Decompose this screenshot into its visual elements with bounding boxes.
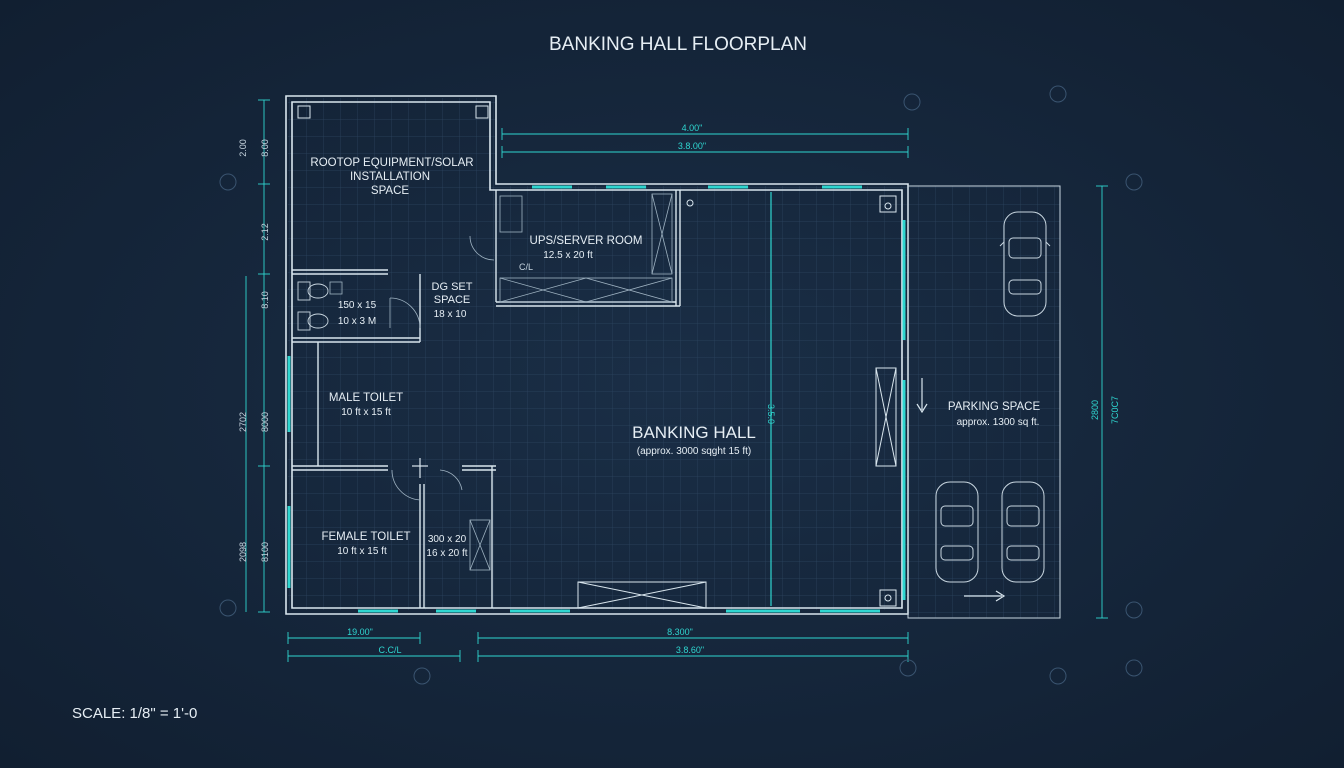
ups-equipment: [499, 193, 673, 303]
parking-size: approx. 1300 sq ft.: [957, 417, 1040, 428]
column-marker: [879, 589, 897, 607]
column-marker: [475, 105, 489, 119]
banking-hall-size: (approx. 3000 sqght 15 ft): [637, 446, 752, 457]
teller-counter: [577, 581, 707, 609]
service-counter: [875, 367, 897, 467]
page-title: BANKING HALL FLOORPLAN: [549, 34, 807, 55]
parking-boundary: [907, 185, 1061, 619]
store-size-line2: 16 x 20 ft: [426, 548, 467, 559]
cross-marker: [412, 458, 428, 478]
dim-left-inner-3: 8100: [260, 542, 270, 562]
dim-bottom-right-1: 8.300": [667, 627, 693, 637]
dim-bottom-left-1: 19.00": [347, 627, 373, 637]
male-toilet-name: MALE TOILET: [329, 392, 403, 404]
dim-top-1: 4.00": [682, 123, 703, 133]
store-size-line1: 300 x 20: [428, 534, 467, 545]
scale-label: SCALE: 1/8" = 1'-0: [72, 705, 197, 722]
ups-room-name: UPS/SERVER ROOM: [530, 235, 643, 247]
ups-room-note: C/L: [519, 262, 533, 272]
dim-center-vertical: 3.5.0: [766, 404, 776, 424]
dg-label-line2: SPACE: [434, 294, 470, 306]
dim-left-inner-2: 8000: [260, 412, 270, 432]
dim-bottom-left-2: C.C/L: [378, 645, 401, 655]
female-toilet-name: FEMALE TOILET: [321, 531, 410, 543]
arrow-down-icon: [916, 378, 928, 414]
door-swings: [389, 235, 495, 501]
exterior-walls: [285, 95, 909, 615]
dim-left-outer-4: 8.00: [260, 139, 270, 157]
dimension-lines: [245, 99, 1108, 662]
car-icon: [935, 481, 979, 583]
dim-left-inner-1: 2.12: [260, 223, 270, 241]
dg-label-line1: DG SET: [432, 281, 473, 293]
column-marker: [297, 105, 311, 119]
dg-label-size: 18 x 10: [434, 309, 467, 320]
dim-left-inner-4: 8.10: [260, 291, 270, 309]
toilet-icon: [297, 281, 329, 331]
rooftop-label-line1: ROOTOP EQUIPMENT/SOLAR: [310, 157, 473, 169]
dim-left-outer-2: 2702: [238, 412, 248, 432]
arrow-right-icon: [964, 590, 1006, 602]
column-marker: [879, 195, 897, 213]
dim-left-outer-3: 2098: [238, 542, 248, 562]
windows: [287, 185, 906, 613]
rooftop-label-line2: INSTALLATION: [350, 171, 430, 183]
washroom-size-line1: 150 x 15: [338, 300, 377, 311]
car-icon: [999, 211, 1051, 317]
washroom-size-line2: 10 x 3 M: [338, 316, 376, 327]
ups-room-size: 12.5 x 20 ft: [543, 250, 593, 261]
dim-right-vertical-1: 2800: [1090, 400, 1100, 420]
dim-right-vertical-2: 7C0C7: [1110, 396, 1120, 424]
dim-bottom-right-2: 3.8.60": [676, 645, 704, 655]
dim-left-outer-1: 2.00: [238, 139, 248, 157]
rooftop-label-line3: SPACE: [371, 185, 409, 197]
car-icon: [1001, 481, 1045, 583]
banking-hall-name: BANKING HALL: [632, 423, 756, 442]
male-toilet-size: 10 ft x 15 ft: [341, 407, 391, 418]
dim-top-2: 3.8.00": [678, 141, 706, 151]
parking-name: PARKING SPACE: [948, 401, 1041, 413]
female-toilet-size: 10 ft x 15 ft: [337, 546, 387, 557]
reference-circles: [219, 85, 1143, 685]
store-cabinet: [469, 519, 491, 571]
